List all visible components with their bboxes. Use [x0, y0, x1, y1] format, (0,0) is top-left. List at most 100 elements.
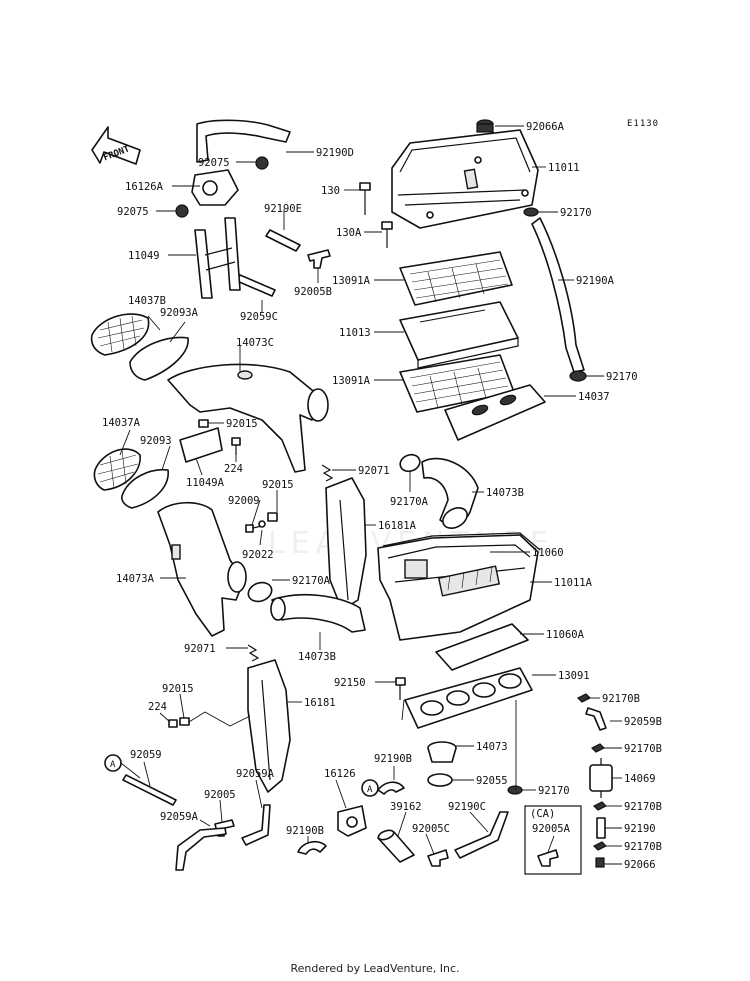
label-14037a: 14037A — [102, 417, 141, 429]
filter-frame-13091a-upper[interactable] — [399, 251, 513, 306]
pipe-92059c[interactable] — [236, 274, 276, 297]
label-92190b-a: 92190B — [374, 753, 412, 765]
label-ref-a-1: A — [110, 760, 116, 770]
oring-92055[interactable] — [427, 773, 453, 787]
label-39162: 39162 — [390, 801, 422, 813]
bolt-92150[interactable] — [395, 677, 406, 700]
label-130a: 130A — [336, 227, 362, 239]
label-11011: 11011 — [548, 162, 580, 174]
air-cleaner-lower-case[interactable] — [377, 534, 539, 641]
fitting-92005c[interactable] — [427, 849, 449, 867]
front-arrow-icon: FRONT — [91, 126, 141, 165]
diagram-code: E1130 — [627, 119, 660, 129]
filter-14037b[interactable] — [90, 313, 150, 356]
label-92170b-a: 92170B — [602, 693, 640, 705]
cap-14073[interactable] — [427, 741, 457, 763]
hose-92190a[interactable] — [531, 217, 585, 373]
label-92170a-a: 92170A — [390, 496, 429, 508]
air-cleaner-upper-case[interactable] — [391, 129, 539, 229]
label-92190d: 92190D — [316, 147, 354, 159]
clamp-92170b-b[interactable] — [590, 743, 606, 753]
holder-13091[interactable] — [404, 667, 533, 729]
leader-lines — [119, 125, 622, 865]
label-92093: 92093 — [140, 435, 172, 447]
label-92009: 92009 — [228, 495, 260, 507]
label-14073c: 14073C — [236, 337, 274, 349]
fitting-39162[interactable] — [377, 829, 415, 863]
clamp-92170-top[interactable] — [523, 207, 539, 217]
pipe-92059[interactable] — [122, 774, 177, 806]
duct-14073b-upper[interactable] — [421, 457, 479, 533]
bracket-11049[interactable] — [194, 217, 241, 299]
label-92190a: 92190A — [576, 275, 615, 287]
label-92093a: 92093A — [160, 307, 199, 319]
gasket-11060[interactable] — [382, 532, 541, 551]
fitting-92005b[interactable] — [307, 249, 331, 269]
bolt-130a[interactable] — [381, 221, 393, 248]
clamp-92170b-c[interactable] — [592, 801, 608, 811]
cap-92066[interactable] — [595, 857, 605, 868]
label-16126: 16126 — [324, 768, 356, 780]
filter-element-11013[interactable] — [399, 301, 519, 369]
duct-14073c[interactable] — [167, 363, 329, 473]
label-92022: 92022 — [242, 549, 274, 561]
label-13091: 13091 — [558, 670, 590, 682]
hose-92190c[interactable] — [454, 811, 509, 859]
label-14037: 14037 — [578, 391, 610, 403]
hose-92190b-b[interactable] — [297, 840, 327, 855]
collar-92015-b[interactable] — [267, 512, 278, 522]
duct-14073b-lower[interactable] — [270, 593, 366, 633]
bolt-224-a[interactable] — [231, 437, 241, 455]
washer-92022[interactable] — [258, 520, 266, 528]
spring-92071-a[interactable] — [321, 464, 334, 482]
hose-92059a-b[interactable] — [175, 827, 227, 871]
cover-16181a[interactable] — [325, 477, 367, 611]
bolt-224-b[interactable] — [168, 719, 178, 728]
label-92170a-b: 92170A — [292, 575, 331, 587]
filter-14037a[interactable] — [93, 448, 141, 491]
bolt-130[interactable] — [359, 182, 371, 215]
clamp-92170b-d[interactable] — [592, 841, 608, 851]
gasket-11060a[interactable] — [435, 623, 529, 671]
label-92055: 92055 — [476, 775, 508, 787]
hose-92190[interactable] — [596, 817, 606, 839]
clamp-92170-low[interactable] — [507, 785, 523, 795]
hose-92190b-a[interactable] — [377, 781, 405, 795]
label-11013: 11013 — [339, 327, 371, 339]
seal-92093a[interactable] — [129, 336, 189, 381]
clamp-92170a-lower[interactable] — [246, 579, 275, 604]
label-92059b: 92059B — [624, 716, 662, 728]
fitting-92005a[interactable] — [537, 849, 559, 867]
collar-92015-c[interactable] — [179, 717, 190, 726]
hose-92059b[interactable] — [585, 707, 607, 731]
cap-92066a[interactable] — [476, 119, 494, 133]
label-14073a: 14073A — [116, 573, 155, 585]
label-224-b: 224 — [148, 701, 167, 713]
spring-92071-b[interactable] — [247, 644, 260, 662]
cover-16181[interactable] — [247, 659, 291, 793]
label-ca: (CA) — [530, 808, 555, 820]
label-92066a: 92066A — [526, 121, 565, 133]
label-92071-a: 92071 — [358, 465, 390, 477]
hose-92059a-a[interactable] — [241, 804, 271, 846]
hose-92190d[interactable] — [196, 119, 291, 163]
valve-16126[interactable] — [337, 805, 367, 837]
label-92005b: 92005B — [294, 286, 332, 298]
label-92059: 92059 — [130, 749, 162, 761]
label-14073: 14073 — [476, 741, 508, 753]
label-92015-a: 92015 — [226, 418, 258, 430]
seal-92093[interactable] — [121, 469, 169, 509]
duct-14073a[interactable] — [157, 501, 247, 637]
valve-16126a[interactable] — [175, 156, 269, 218]
collar-92015-a[interactable] — [198, 419, 209, 428]
clamp-92170-mid[interactable] — [569, 370, 587, 382]
filter-14069[interactable] — [589, 758, 613, 798]
clamp-92170a-upper[interactable] — [398, 452, 422, 474]
label-92170-top: 92170 — [560, 207, 592, 219]
pipe-92190e[interactable] — [265, 229, 301, 252]
label-92150: 92150 — [334, 677, 366, 689]
label-92005c: 92005C — [412, 823, 450, 835]
bracket-11049a[interactable] — [179, 427, 223, 463]
filter-14037[interactable] — [444, 384, 546, 441]
